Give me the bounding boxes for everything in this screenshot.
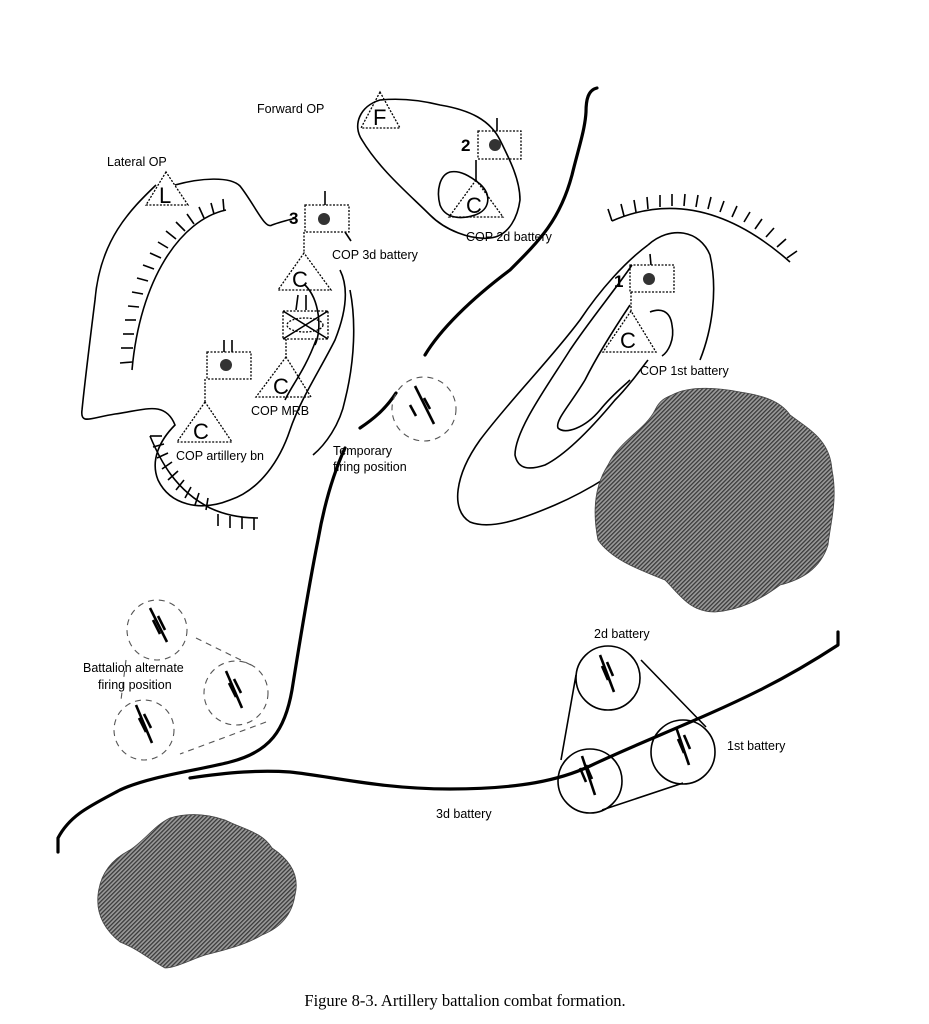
battery-2d-position[interactable]: 2d battery: [575, 627, 650, 711]
alternate-label-line2: firing position: [98, 678, 172, 692]
cop-triangle-icon: [601, 309, 658, 353]
position-circle: [126, 599, 188, 661]
howitzer-icon: [674, 726, 692, 766]
alternate-firing-position[interactable]: Battalion alternate firing position: [83, 599, 269, 761]
crest-line-left: [119, 198, 355, 530]
artillery-dot-icon: [220, 359, 232, 371]
forward-op[interactable]: Forward OP F: [257, 90, 402, 130]
position-circle: [113, 699, 175, 761]
cop-artillery-bn[interactable]: C COP artillery bn: [175, 340, 264, 463]
cop-symbol: C: [273, 374, 289, 399]
main-road: [56, 86, 840, 854]
battery-1st-position[interactable]: 1st battery: [650, 719, 786, 785]
howitzer-icon: [148, 607, 169, 643]
unit-box: [282, 310, 329, 340]
artillery-dot-icon: [318, 213, 330, 225]
forward-contour: [356, 98, 521, 240]
cop-triangle-icon: [254, 355, 313, 398]
howitzer-icon: [598, 654, 616, 693]
right-contours: [456, 231, 715, 526]
battery-number: 2: [461, 136, 470, 155]
artillery-dot-icon: [489, 139, 501, 151]
battery-3d-label: 3d battery: [436, 807, 492, 821]
cop-triangle-icon: [447, 178, 505, 218]
lateral-op[interactable]: Lateral OP L: [107, 155, 190, 208]
cop-artillery-bn-label: COP artillery bn: [176, 449, 264, 463]
position-circle: [575, 645, 641, 711]
left-contour: [81, 178, 347, 507]
position-circle: [557, 748, 623, 814]
temporary-label-line1: Temporary: [333, 444, 393, 458]
cop-3d-battery[interactable]: 3 COP 3d battery C: [276, 191, 419, 292]
unit-box: [629, 264, 675, 293]
howitzer-icon: [224, 670, 244, 709]
figure-caption: Figure 8-3. Artillery battalion combat f…: [304, 991, 625, 1010]
woods-east: [594, 387, 835, 613]
unit-box: [206, 351, 252, 380]
unit-box: [304, 204, 350, 233]
battery-number: 3: [289, 209, 298, 228]
cop-1st-battery-label: COP 1st battery: [640, 364, 729, 378]
forward-op-label: Forward OP: [257, 102, 324, 116]
cop-symbol: C: [193, 419, 209, 444]
unit-box: [477, 130, 522, 160]
cop-3d-battery-label: COP 3d battery: [332, 248, 419, 262]
cop-mrb-label: COP MRB: [251, 404, 309, 418]
lateral-op-label: Lateral OP: [107, 155, 167, 169]
cop-2d-battery-label: COP 2d battery: [466, 230, 553, 244]
battery-2d-label: 2d battery: [594, 627, 650, 641]
op-triangle-icon: [359, 90, 402, 129]
battery-number: 1: [614, 272, 623, 291]
cop-1st-battery[interactable]: 1 C COP 1st battery: [601, 253, 729, 378]
lateral-op-symbol: L: [159, 183, 171, 208]
temporary-firing-position[interactable]: Temporary firing position: [333, 376, 457, 474]
cop-symbol: C: [292, 267, 308, 292]
alternate-label-line1: Battalion alternate: [83, 661, 184, 675]
howitzer-icon: [134, 704, 154, 744]
woods-southwest: [97, 814, 297, 969]
echelon-battery-icon: [649, 253, 652, 266]
crest-line-right: [607, 193, 798, 263]
position-circle: [391, 376, 457, 442]
position-circle: [650, 719, 716, 785]
battery-3d-position[interactable]: 3d battery: [436, 748, 623, 821]
echelon-battalion-icon: [295, 294, 299, 311]
cop-triangle-icon: [175, 400, 234, 443]
cop-symbol: C: [466, 193, 482, 218]
cop-triangle-icon: [276, 251, 333, 291]
temporary-label-line2: firing position: [333, 460, 407, 474]
position-circle: [203, 660, 269, 726]
mrb-hq[interactable]: C COP MRB: [251, 294, 329, 418]
howitzer-icon: [578, 755, 597, 796]
op-triangle-icon: [144, 170, 190, 206]
battery-1st-label: 1st battery: [727, 739, 786, 753]
cop-symbol: C: [620, 328, 636, 353]
battery-firing-positions[interactable]: 2d battery 1st battery 3d battery: [436, 627, 786, 821]
artillery-dot-icon: [643, 273, 655, 285]
forward-op-symbol: F: [373, 105, 386, 130]
howitzer-icon: [408, 385, 436, 425]
cop-2d-battery[interactable]: 2 C COP 2d battery: [447, 118, 553, 244]
